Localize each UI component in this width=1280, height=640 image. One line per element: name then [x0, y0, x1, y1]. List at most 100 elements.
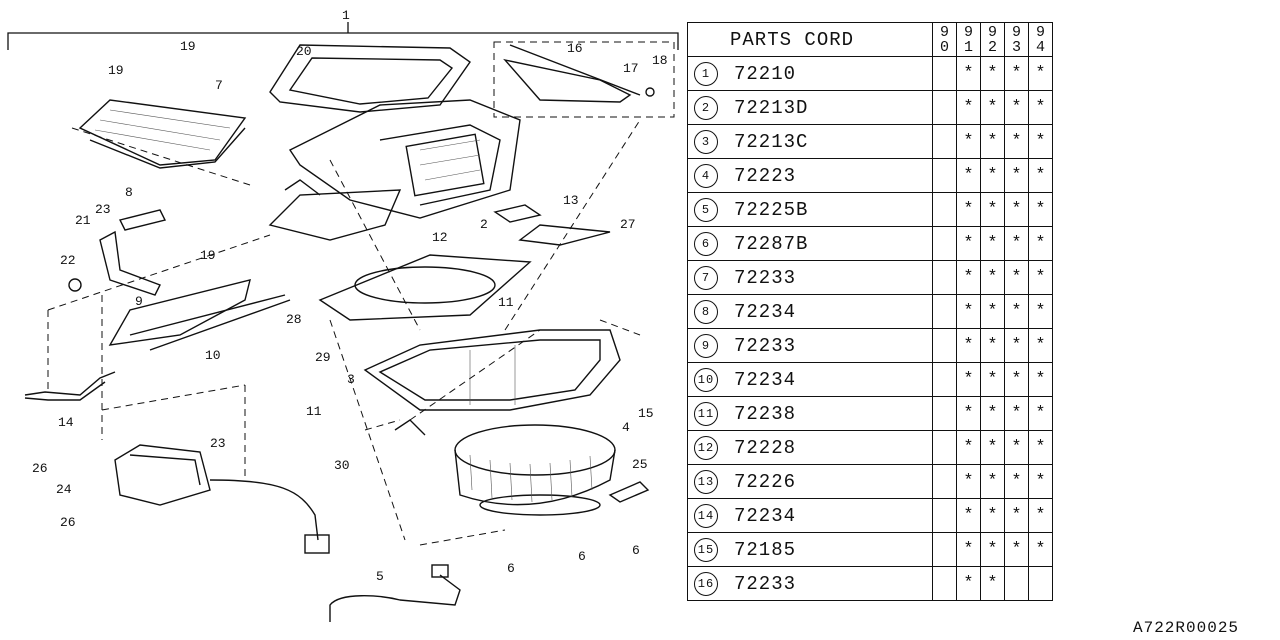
- part-code: 72213D: [734, 96, 809, 119]
- year-mark-cell: [932, 396, 957, 431]
- year-mark-cell: *: [1028, 192, 1053, 227]
- year-mark-cell: *: [1004, 464, 1029, 499]
- item-number-circle: 1: [694, 61, 718, 86]
- callout-19a: 19: [108, 63, 124, 78]
- exploded-parts-diagram: 1 2 3 4 5 6 6 6 7 8 9 10 11 11 12 13 14 …: [7, 8, 679, 622]
- callout-30: 30: [334, 458, 350, 473]
- year-mark-cell: *: [956, 532, 981, 567]
- year-mark-cell: [932, 328, 957, 363]
- callout-11a: 11: [498, 295, 514, 310]
- callout-6c: 6: [632, 543, 640, 558]
- item-number-circle: 8: [694, 299, 718, 324]
- callout-6a: 6: [507, 561, 515, 576]
- year-mark-cell: *: [1004, 328, 1029, 363]
- cable-detail-box: [493, 41, 675, 118]
- year-mark-cell: [932, 362, 957, 397]
- callout-6b: 6: [578, 549, 586, 564]
- item-number-circle: 7: [694, 265, 718, 290]
- callout-18: 18: [652, 53, 668, 68]
- seal-plate-part: [318, 254, 532, 321]
- year-mark-cell: *: [956, 464, 981, 499]
- year-mark-cell: *: [956, 192, 981, 227]
- item-number-circle: 14: [694, 503, 718, 528]
- callout-7: 7: [215, 78, 223, 93]
- year-mark-cell: *: [1028, 362, 1053, 397]
- callout-28: 28: [286, 312, 302, 327]
- year-mark-cell: *: [956, 498, 981, 533]
- part-code: 72234: [734, 300, 797, 323]
- year-mark-cell: *: [956, 362, 981, 397]
- year-mark-cell: [932, 464, 957, 499]
- year-mark-cell: *: [1004, 498, 1029, 533]
- year-mark-cell: *: [1004, 294, 1029, 329]
- year-mark-cell: *: [980, 396, 1005, 431]
- callout-21: 21: [75, 213, 91, 228]
- year-mark-cell: *: [956, 396, 981, 431]
- callout-26a: 26: [32, 461, 48, 476]
- clip-part: [608, 481, 650, 503]
- year-mark-cell: *: [956, 260, 981, 295]
- callout-4: 4: [622, 420, 630, 435]
- year-mark-cell: *: [980, 430, 1005, 465]
- lever-rod-part: [24, 371, 116, 401]
- year-mark-cell: *: [980, 532, 1005, 567]
- item-number-circle: 3: [694, 129, 718, 154]
- year-mark-cell: *: [980, 56, 1005, 91]
- year-mark-cell: *: [1028, 294, 1053, 329]
- callout-8: 8: [125, 185, 133, 200]
- actuator-part: [114, 444, 330, 554]
- year-mark-cell: *: [1004, 56, 1029, 91]
- year-mark-cell: *: [980, 566, 1005, 601]
- year-mark-cell: *: [980, 192, 1005, 227]
- year-mark-cell: *: [980, 226, 1005, 261]
- callout-23a: 23: [95, 202, 111, 217]
- callout-17: 17: [623, 61, 639, 76]
- item-number-circle: 12: [694, 435, 718, 460]
- year-mark-cell: *: [956, 158, 981, 193]
- blower-case-part: [363, 329, 621, 436]
- year-mark-cell: [932, 192, 957, 227]
- year-mark-cell: *: [956, 90, 981, 125]
- part-code: 72238: [734, 402, 797, 425]
- part-code: 72234: [734, 368, 797, 391]
- year-mark-cell: [1004, 566, 1029, 601]
- year-mark-cell: *: [1004, 192, 1029, 227]
- year-mark-cell: *: [1004, 362, 1029, 397]
- year-mark-cell: *: [1028, 430, 1053, 465]
- year-mark-cell: *: [980, 260, 1005, 295]
- year-mark-cell: [932, 566, 957, 601]
- link-bracket-part: [68, 209, 167, 296]
- part-code: 72225B: [734, 198, 809, 221]
- callout-5: 5: [376, 569, 384, 584]
- callout-24: 24: [56, 482, 72, 497]
- callout-16: 16: [567, 41, 583, 56]
- callout-27: 27: [620, 217, 636, 232]
- item-number-circle: 10: [694, 367, 718, 392]
- filter-block-part: [493, 204, 611, 246]
- year-mark-cell: *: [1028, 260, 1053, 295]
- year-mark-cell: *: [1028, 464, 1053, 499]
- year-mark-cell: [1028, 566, 1053, 601]
- callout-12: 12: [432, 230, 448, 245]
- year-mark-cell: *: [956, 226, 981, 261]
- year-mark-cell: *: [980, 294, 1005, 329]
- filter-part: [71, 99, 251, 186]
- callout-20: 20: [296, 44, 312, 59]
- year-mark-cell: *: [1028, 532, 1053, 567]
- callout-22: 22: [60, 253, 76, 268]
- callout-9: 9: [135, 294, 143, 309]
- part-code: 72226: [734, 470, 797, 493]
